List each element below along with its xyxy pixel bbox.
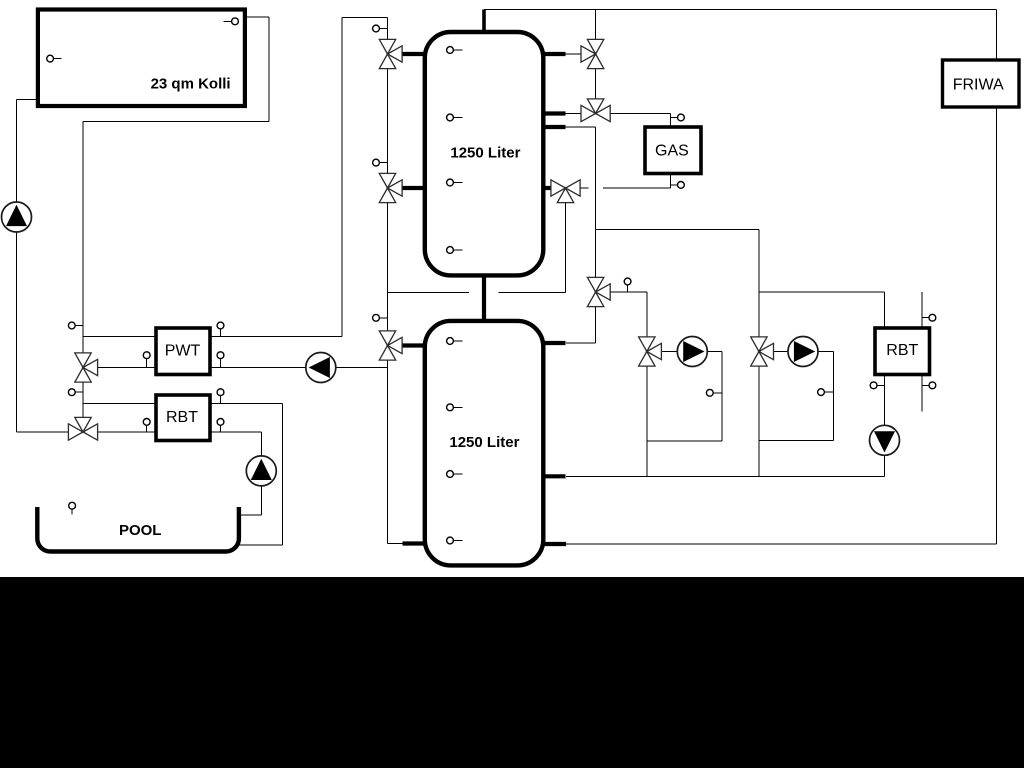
svg-text:1250 Liter: 1250 Liter <box>450 144 520 161</box>
svg-text:POOL: POOL <box>119 522 162 539</box>
svg-text:PWT: PWT <box>165 343 201 360</box>
svg-text:1250 Liter: 1250 Liter <box>449 434 519 451</box>
svg-text:23 qm Kolli: 23 qm Kolli <box>151 75 231 92</box>
svg-text:RBT: RBT <box>166 409 198 426</box>
svg-text:RBT: RBT <box>886 342 918 359</box>
svg-text:FRIWA: FRIWA <box>953 76 1004 93</box>
svg-text:GAS: GAS <box>655 143 689 160</box>
